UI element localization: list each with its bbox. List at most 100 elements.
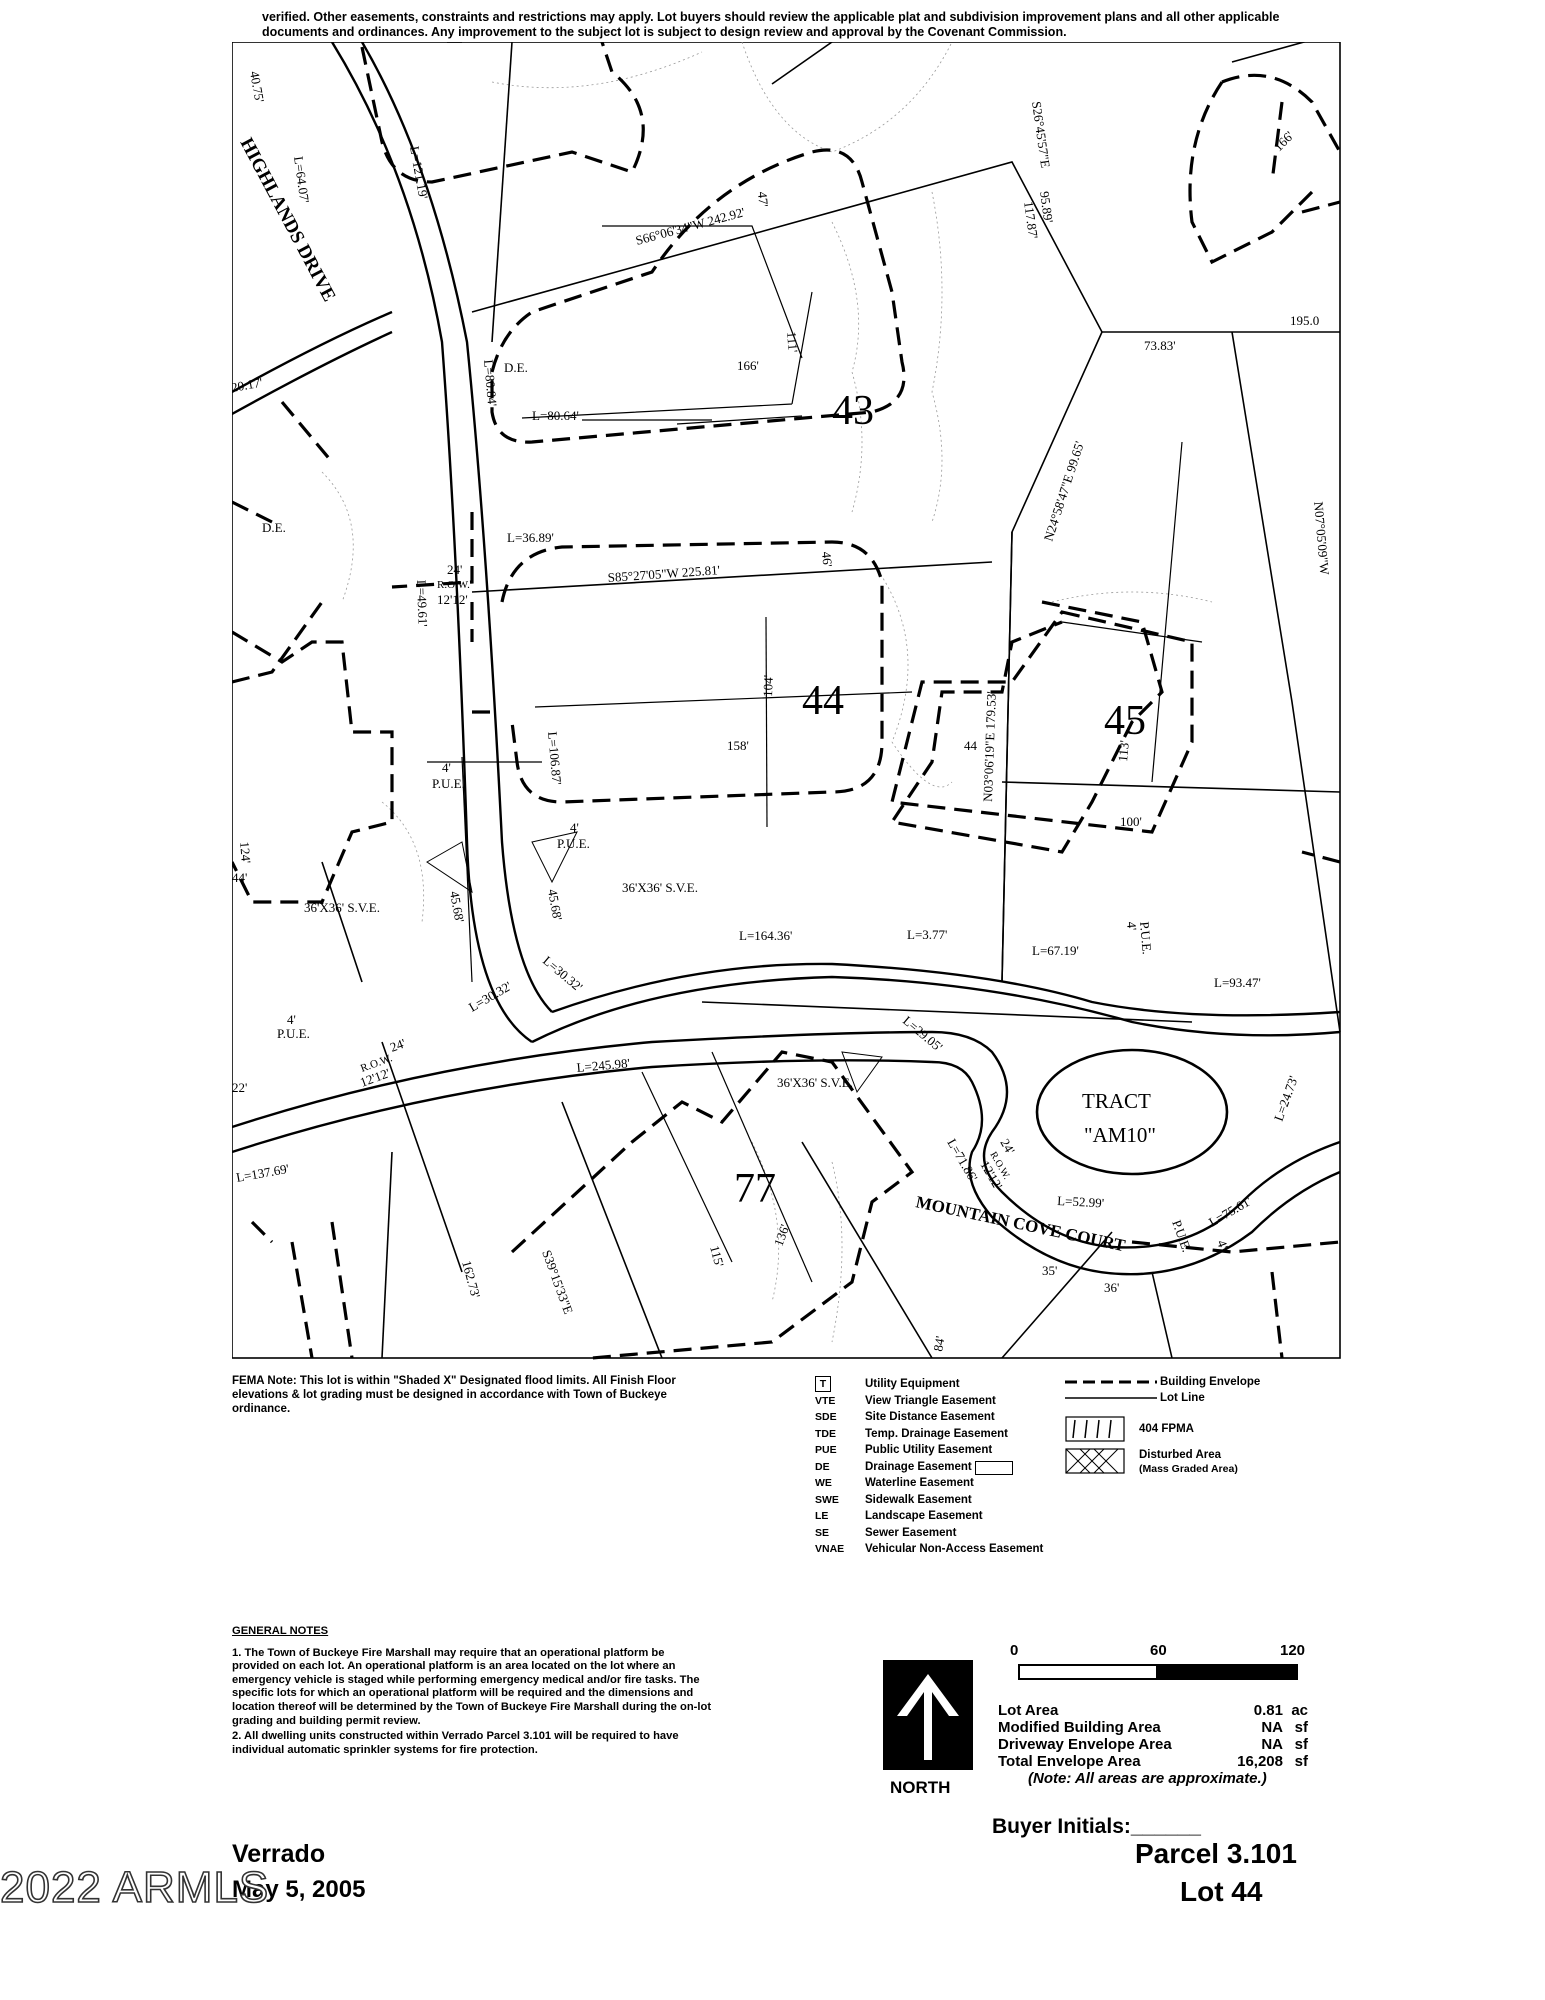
scale-label-60: 60 (1150, 1642, 1167, 1659)
dim-label: L=164.36' (739, 928, 792, 943)
area-unit: sf (1294, 1719, 1308, 1736)
dim-label: 195.0 (1290, 313, 1319, 328)
dim-label: 113' (1115, 740, 1132, 763)
dim-label: 36'X36' S.V.E. (777, 1075, 853, 1090)
legend-code: PUE (815, 1444, 837, 1456)
legend-code: SDE (815, 1411, 837, 1423)
legend-label: Public Utility Easement (865, 1444, 993, 1456)
general-note-item: 1. The Town of Buckeye Fire Marshall may… (232, 1646, 712, 1727)
dim-label: 36'X36' S.V.E. (622, 880, 698, 895)
dimension-labels: L=121.19' L=64.07' 40.75' S66°06'34"W 24… (232, 70, 1332, 1353)
document-date: May 5, 2005 (232, 1876, 366, 1903)
dim-label: 12'12' (437, 592, 468, 607)
legend-code: VTE (815, 1394, 836, 1407)
dim-label: P.U.E. (1169, 1218, 1194, 1254)
legend-code: DE (815, 1460, 830, 1473)
disturbed-hatch-swatch (1065, 1448, 1125, 1474)
lot-45-label: 45 (1104, 698, 1146, 744)
area-label: Total Envelope Area (998, 1753, 1141, 1770)
dim-label: L=30.32' (540, 953, 586, 995)
area-value: NA (1261, 1719, 1283, 1736)
dim-label: 22' (232, 1080, 247, 1095)
drainage-swatch (974, 1460, 1013, 1475)
parcel-number: Parcel 3.101 (1135, 1838, 1297, 1869)
dim-label: 136' (771, 1222, 793, 1248)
scale-bar-white (1018, 1664, 1158, 1680)
tract-id-label: "AM10" (1084, 1123, 1156, 1147)
dim-label: D.E. (262, 520, 286, 535)
dim-label: N03°06'19"E 179.53' (980, 691, 999, 802)
legend-label: Vehicular Non-Access Easement (865, 1543, 1044, 1555)
dim-label: L=67.19' (1032, 943, 1079, 958)
dim-label: 117.87' (1021, 200, 1041, 239)
legend-label: Sewer Easement (865, 1526, 957, 1539)
general-notes: GENERAL NOTES 1. The Town of Buckeye Fir… (232, 1625, 712, 1757)
dim-label: 166' (737, 358, 759, 373)
area-unit: sf (1294, 1736, 1308, 1753)
map-frame (232, 42, 1341, 1359)
legend-code: T (815, 1376, 831, 1392)
fpma-hatch-swatch (1065, 1416, 1125, 1442)
dim-label: L=52.99' (1057, 1193, 1105, 1210)
legend-fpma: 404 FPMA (1139, 1423, 1194, 1435)
dim-label: 162.73' (459, 1259, 483, 1300)
dim-label: 73.83' (1144, 338, 1176, 353)
dim-label: 111' (784, 331, 801, 353)
community-name: Verrado (232, 1840, 326, 1868)
dim-label: L=245.98' (576, 1055, 630, 1075)
area-value: 0.81 (1253, 1702, 1283, 1719)
dim-label: L=80.64' (532, 408, 579, 423)
legend-label: Temp. Drainage Easement (865, 1427, 1008, 1440)
north-arrow (883, 1660, 973, 1770)
dim-label: P.U.E. (432, 776, 465, 791)
scale-label-0: 0 (1010, 1642, 1019, 1659)
lot-lines (321, 42, 1341, 1359)
north-label: NORTH (890, 1778, 951, 1797)
dim-label: 124' (237, 841, 254, 864)
copyright-watermark: 2022 ARMLS (0, 1862, 270, 1913)
dim-label: 35' (1042, 1263, 1057, 1278)
dim-label: 95.89' (1037, 190, 1056, 223)
legend-disturbed: Disturbed Area (1139, 1449, 1222, 1461)
lot-number: Lot 44 (1180, 1876, 1263, 1907)
dim-label: 4' (442, 760, 451, 775)
highlands-drive (232, 42, 1341, 1154)
dim-label: R.O.W. (437, 579, 470, 591)
area-label: Lot Area (998, 1702, 1059, 1719)
legend-code: SE (815, 1526, 830, 1539)
legend-code: LE (815, 1510, 829, 1522)
building-envelope-swatch (1065, 1380, 1157, 1384)
scale-bar-black (1158, 1664, 1298, 1680)
legend-label: View Triangle Easement (865, 1394, 996, 1407)
general-note-item: 2. All dwelling units constructed within… (232, 1730, 679, 1756)
dim-label: 44 (964, 738, 978, 753)
scale-bar: 0 60 120 (1010, 1642, 1310, 1692)
legend-label: Waterline Easement (865, 1477, 974, 1489)
dim-label: D.E. (504, 360, 528, 375)
dim-label: 84' (930, 1335, 947, 1353)
legend-code: TDE (815, 1427, 836, 1440)
dim-label: 40.75' (247, 70, 267, 104)
top-note: verified. Other easements, constraints a… (262, 10, 1280, 39)
dim-label: 4' (570, 820, 579, 835)
approx-note: (Note: All areas are approximate.) (1028, 1770, 1267, 1787)
dim-label: 45.68' (447, 890, 467, 924)
dim-label: L=80.84' (481, 359, 500, 407)
legend-code: VNAE (815, 1543, 845, 1555)
dim-label: 166' (1271, 128, 1297, 154)
area-label: Driveway Envelope Area (998, 1736, 1172, 1753)
legend-row: SE Sewer Easement (815, 1525, 1043, 1542)
scale-label-120: 120 (1280, 1642, 1306, 1659)
dim-label: L=64.07' (291, 155, 312, 204)
legend-row: VNAE Vehicular Non-Access Easement (815, 1541, 1043, 1558)
dim-label: S39°15'33"E (539, 1248, 576, 1316)
legend-row: PUE Public Utility Easement (815, 1442, 1043, 1459)
area-label: Modified Building Area (998, 1719, 1161, 1736)
dim-label: 4' (1214, 1238, 1231, 1251)
topo-lines (321, 42, 1213, 1343)
